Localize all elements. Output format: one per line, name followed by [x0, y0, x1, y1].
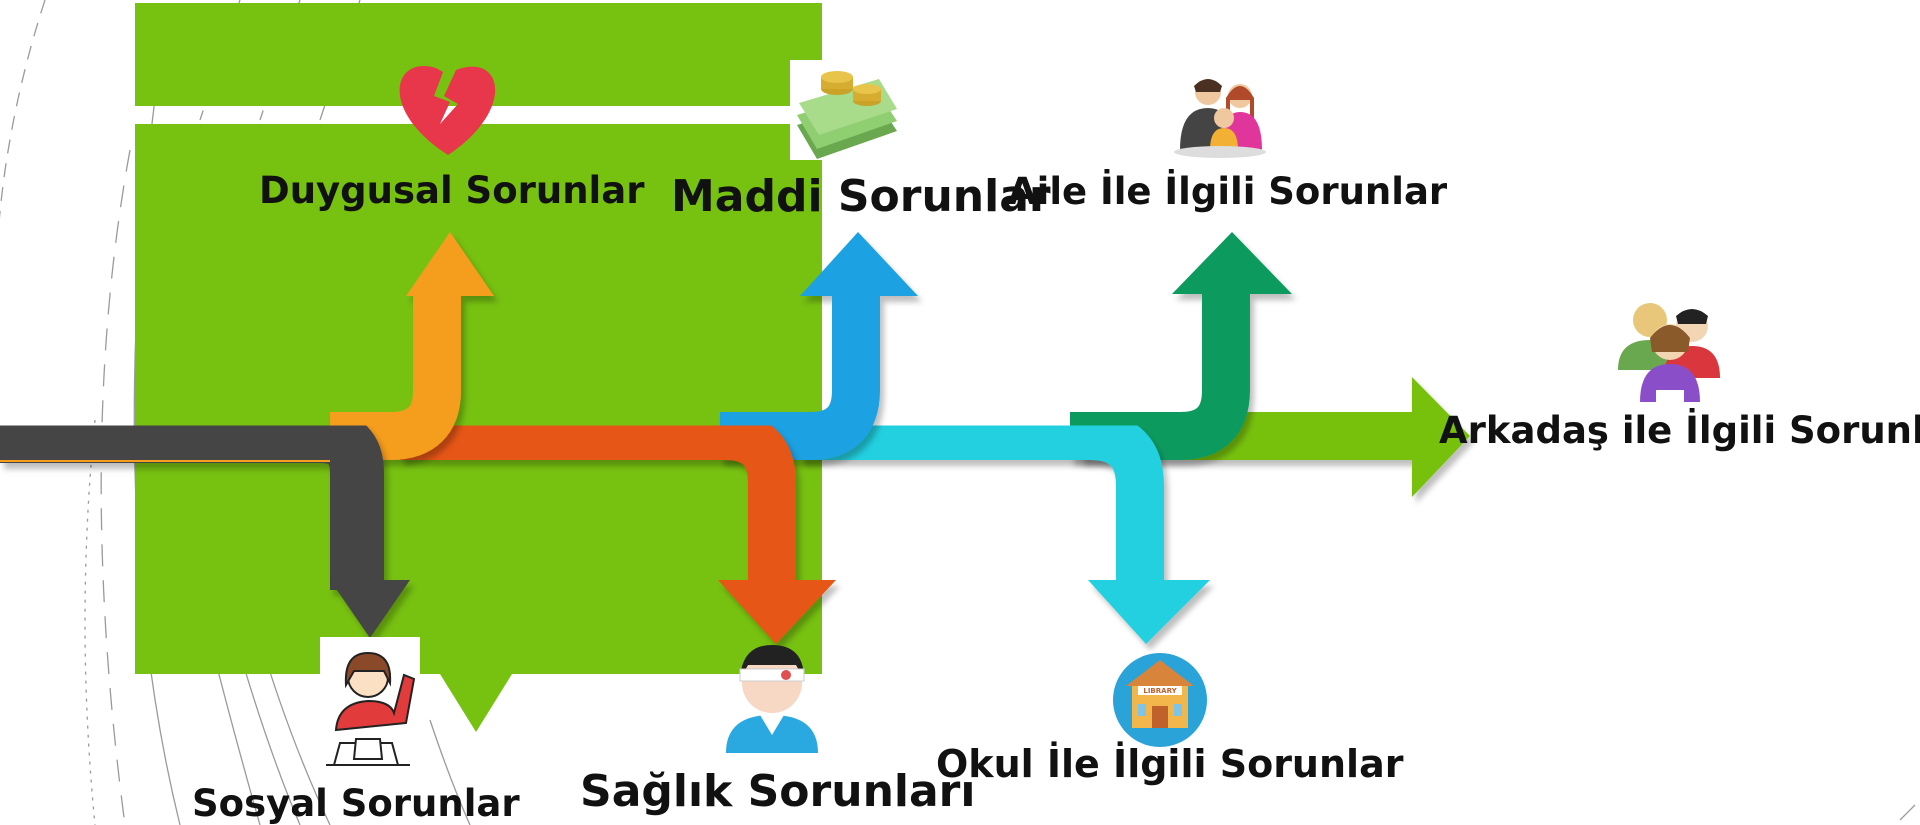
label-duygusal-sorunlar: Duygusal Sorunlar — [259, 169, 645, 212]
family-icon — [1174, 79, 1266, 158]
library-sign-text: LIBRARY — [1143, 687, 1177, 695]
label-maddi-sorunlar: Maddi Sorunlar — [671, 171, 1051, 222]
student-raising-hand-icon — [320, 637, 420, 775]
label-okul-ile-ilgili-sorunlar: Okul İle İlgili Sorunlar — [936, 742, 1404, 786]
friends-icon — [1618, 303, 1720, 402]
label-saglik-sorunlari: Sağlık Sorunları — [580, 766, 976, 817]
arrow-sosyal — [0, 409, 410, 638]
label-aile-ile-ilgili-sorunlar: Aile İle İlgili Sorunlar — [1008, 170, 1448, 213]
library-building-icon: LIBRARY — [1113, 653, 1207, 747]
money-icon — [797, 71, 897, 159]
arrow-aile — [1070, 232, 1292, 460]
arrow-okul — [800, 412, 1210, 644]
arrow-saglik — [400, 412, 836, 644]
arrow-duygusal — [330, 232, 494, 460]
green-panel — [135, 3, 822, 732]
label-arkadas-ile-ilgili-sorunlar: Arkadaş ile İlgili Sorunlar — [1439, 409, 1920, 452]
arrow-maddi — [720, 232, 918, 460]
broken-heart-icon — [399, 66, 496, 155]
injured-person-icon — [726, 645, 818, 753]
label-sosyal-sorunlar: Sosyal Sorunlar — [192, 782, 520, 825]
